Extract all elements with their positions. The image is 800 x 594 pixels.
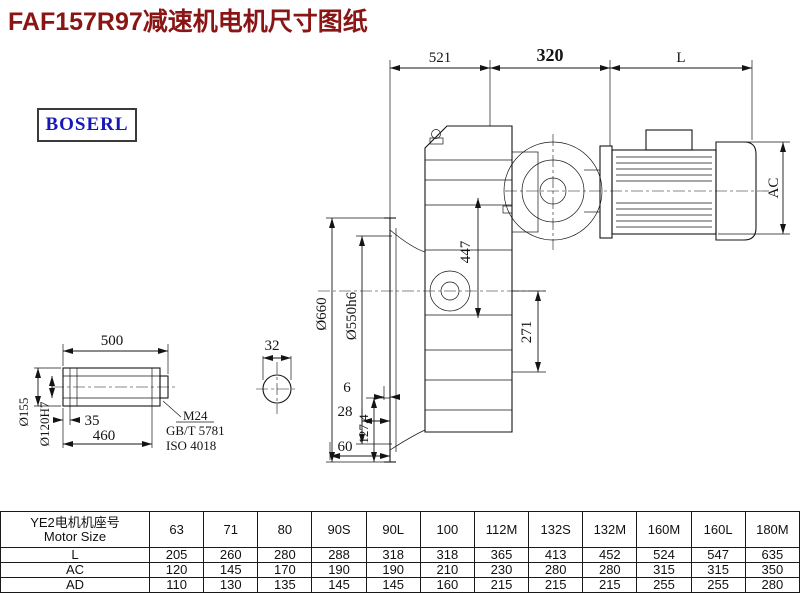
value-cell: 230: [473, 562, 530, 578]
value-cell: 280: [257, 547, 313, 563]
size-cell: 160M: [636, 511, 692, 548]
dim-label-500: 500: [101, 333, 124, 349]
value-cell: 452: [582, 547, 638, 563]
dim-label-35: 35: [85, 413, 100, 429]
value-cell: 635: [744, 547, 800, 563]
note-gbt5781: GB/T 5781: [166, 423, 225, 438]
value-cell: 170: [257, 562, 313, 578]
table-row-L: L 205 260 280 288 318 318 365 413 452 52…: [0, 547, 800, 563]
dim-label-447: 447: [458, 240, 474, 263]
value-cell: 280: [528, 562, 584, 578]
shaft-detail: 500 Ø155 Ø120H7 35 460 M24 GB/T 5781 IS: [16, 333, 225, 453]
top-dimensions: 521 320 L: [389, 45, 753, 218]
bore-detail: 32: [262, 338, 292, 404]
height-dimensions: 447 271 127.4: [356, 198, 546, 462]
value-cell: 145: [311, 577, 367, 593]
row-label: AC: [0, 562, 150, 578]
value-cell: 255: [690, 577, 746, 593]
value-cell: 255: [636, 577, 692, 593]
value-cell: 190: [365, 562, 421, 578]
size-cell: 90L: [365, 511, 421, 548]
row-label: L: [0, 547, 150, 563]
size-cell: 180M: [744, 511, 800, 548]
offset-dimensions: 6 28 60: [329, 380, 400, 460]
dim-label-6: 6: [343, 380, 351, 396]
dim-label-32: 32: [265, 338, 280, 354]
motor-size-table: YE2电机机座号 Motor Size 63 71 80 90S 90L 100…: [0, 511, 800, 593]
dim-label-127-4: 127.4: [356, 414, 371, 444]
value-cell: 160: [419, 577, 475, 593]
size-cell: 63: [148, 511, 205, 548]
value-cell: 315: [636, 562, 692, 578]
value-cell: 205: [148, 547, 205, 563]
dim-label-320: 320: [537, 45, 564, 65]
header-cn: YE2电机机座号: [30, 514, 120, 530]
value-cell: 135: [257, 577, 313, 593]
size-cell: 132M: [582, 511, 638, 548]
value-cell: 215: [582, 577, 638, 593]
table-row-AC: AC 120 145 170 190 190 210 230 280 280 3…: [0, 562, 800, 578]
dim-label-271: 271: [519, 321, 535, 344]
value-cell: 413: [528, 547, 584, 563]
value-cell: 120: [148, 562, 205, 578]
motor: [599, 129, 757, 241]
value-cell: 260: [203, 547, 259, 563]
size-cell: 100: [419, 511, 475, 548]
size-cell: 80: [257, 511, 313, 548]
value-cell: 547: [690, 547, 746, 563]
technical-drawing: 521 320 L AC Ø660 Ø550h6 447: [16, 45, 790, 463]
size-cell: 112M: [473, 511, 530, 548]
dim-label-660: Ø660: [314, 297, 330, 330]
boserl-logo-text: BOSERL: [45, 114, 129, 135]
fan-cowl: [715, 141, 757, 241]
row-label: AD: [0, 577, 150, 593]
size-cell: 90S: [311, 511, 367, 548]
value-cell: 318: [365, 547, 421, 563]
dim-label-550h6: Ø550h6: [344, 291, 360, 340]
value-cell: 130: [203, 577, 259, 593]
value-cell: 315: [690, 562, 746, 578]
size-cell: 71: [203, 511, 259, 548]
dim-label-521: 521: [429, 50, 452, 66]
note-iso4018: ISO 4018: [166, 438, 216, 453]
value-cell: 365: [473, 547, 530, 563]
motor-adapter: [503, 141, 603, 241]
table-row-AD: AD 110 130 135 145 145 160 215 215 215 2…: [0, 577, 800, 593]
page-title: FAF157R97减速机电机尺寸图纸: [8, 8, 368, 36]
value-cell: 288: [311, 547, 367, 563]
terminal-box: [645, 129, 693, 151]
value-cell: 280: [582, 562, 638, 578]
value-cell: 110: [148, 577, 205, 593]
dim-label-AC: AC: [766, 178, 782, 199]
value-cell: 524: [636, 547, 692, 563]
value-cell: 215: [528, 577, 584, 593]
value-cell: 145: [365, 577, 421, 593]
dim-label-28: 28: [338, 404, 353, 420]
value-cell: 350: [744, 562, 800, 578]
dim-label-60: 60: [338, 439, 353, 455]
flange-dimensions: Ø660 Ø550h6: [314, 217, 392, 463]
dim-label-L: L: [676, 50, 685, 66]
ac-dimension: AC: [718, 141, 790, 235]
boserl-logo: BOSERL: [37, 108, 137, 142]
table-header-row: YE2电机机座号 Motor Size 63 71 80 90S 90L 100…: [0, 511, 800, 548]
gearbox-housing: [384, 125, 513, 463]
size-cell: 160L: [690, 511, 746, 548]
value-cell: 280: [744, 577, 800, 593]
motor-size-header-cell: YE2电机机座号 Motor Size: [0, 511, 150, 548]
lifting-eye-icon: [431, 129, 441, 139]
value-cell: 190: [311, 562, 367, 578]
dim-label-155: Ø155: [16, 398, 31, 427]
dim-label-120H7: Ø120H7: [37, 401, 52, 446]
header-en: Motor Size: [43, 528, 107, 544]
dim-label-460: 460: [93, 428, 116, 444]
size-cell: 132S: [528, 511, 584, 548]
value-cell: 215: [473, 577, 530, 593]
value-cell: 210: [419, 562, 475, 578]
value-cell: 145: [203, 562, 259, 578]
value-cell: 318: [419, 547, 475, 563]
note-m24: M24: [183, 408, 208, 423]
